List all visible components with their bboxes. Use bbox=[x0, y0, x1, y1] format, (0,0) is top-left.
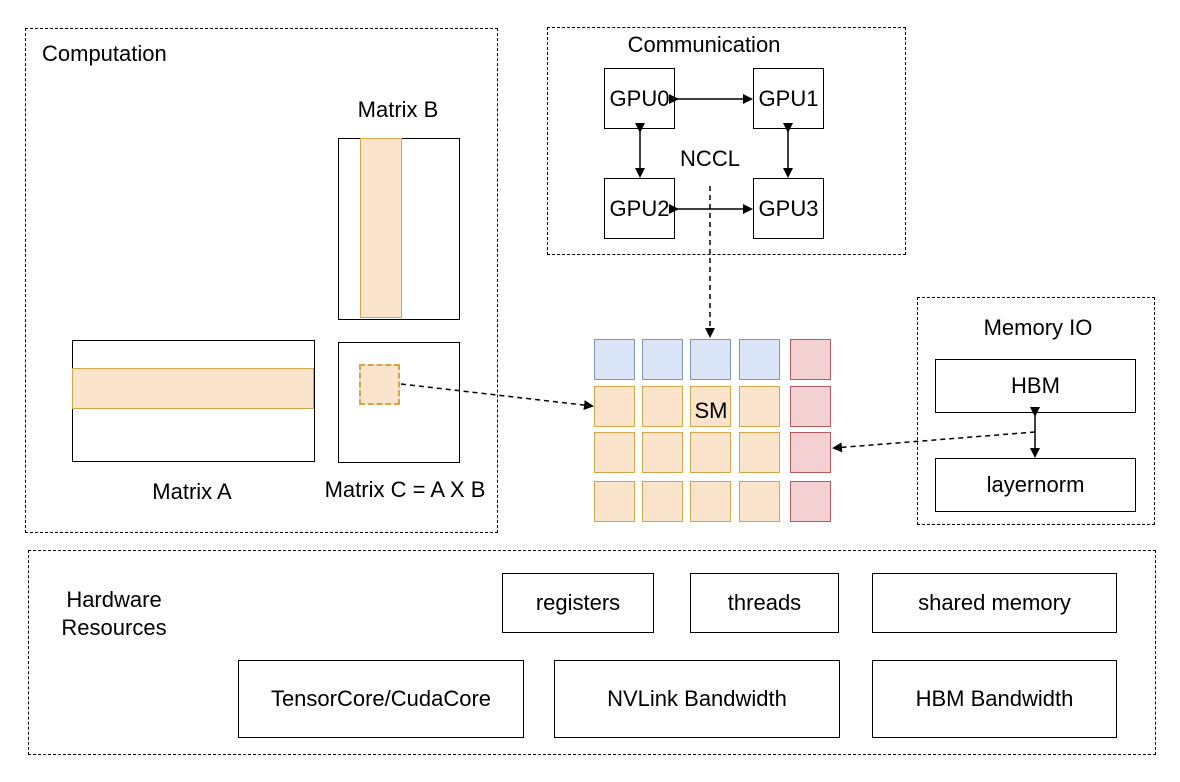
hbm-bandwidth-box: HBM Bandwidth bbox=[872, 660, 1117, 738]
memory-io-title: Memory IO bbox=[983, 315, 1093, 340]
sm-tile-blue bbox=[594, 339, 635, 380]
sm-tile-orange bbox=[739, 481, 780, 522]
sm-tile-red bbox=[790, 386, 831, 427]
sm-tile-orange bbox=[690, 386, 731, 427]
sm-tile-orange bbox=[594, 386, 635, 427]
memory-io-group bbox=[917, 297, 1155, 525]
sm-tile-orange bbox=[642, 386, 683, 427]
gpu0-box: GPU0 bbox=[604, 68, 675, 129]
shared-memory-box: shared memory bbox=[872, 573, 1117, 633]
nvlink-bandwidth-box: NVLink Bandwidth bbox=[554, 660, 840, 738]
sm-tile-orange bbox=[642, 481, 683, 522]
layernorm-box: layernorm bbox=[935, 458, 1136, 512]
matrix-a-label: Matrix A bbox=[152, 479, 232, 504]
matrix-c-label: Matrix C = A X B bbox=[324, 477, 486, 502]
threads-box: threads bbox=[690, 573, 839, 633]
computation-group bbox=[25, 28, 498, 533]
matrix-b-column-strip bbox=[360, 138, 402, 318]
hardware-title-line2: Resources bbox=[61, 615, 167, 640]
matrix-c-tile bbox=[359, 364, 400, 405]
gpu2-box: GPU2 bbox=[604, 178, 675, 239]
sm-tile-orange bbox=[594, 481, 635, 522]
gpu1-box: GPU1 bbox=[753, 68, 824, 129]
nccl-label: NCCL bbox=[680, 146, 740, 171]
communication-group bbox=[547, 27, 906, 255]
sm-label: SM bbox=[694, 398, 728, 423]
sm-tile-orange bbox=[690, 432, 731, 473]
sm-tile-orange bbox=[739, 386, 780, 427]
tensorcore-cudacore-box: TensorCore/CudaCore bbox=[238, 660, 524, 738]
sm-tile-blue bbox=[739, 339, 780, 380]
computation-title: Computation bbox=[42, 41, 167, 66]
memory-to-sm-arrow bbox=[832, 431, 1036, 453]
hardware-title-line1: Hardware bbox=[66, 587, 162, 612]
hbm-box: HBM bbox=[935, 359, 1136, 413]
gpu3-box: GPU3 bbox=[753, 178, 824, 239]
hardware-resources-group bbox=[28, 550, 1156, 755]
matrix-a-row-strip bbox=[72, 368, 314, 409]
sm-tile-red bbox=[790, 432, 831, 473]
sm-tile-red bbox=[790, 339, 831, 380]
matrix-c-to-sm-arrow bbox=[400, 383, 594, 411]
matrix-b-label: Matrix B bbox=[357, 97, 439, 122]
sm-tile-blue bbox=[690, 339, 731, 380]
sm-tile-orange bbox=[690, 481, 731, 522]
sm-tile-orange bbox=[739, 432, 780, 473]
registers-box: registers bbox=[502, 573, 654, 633]
sm-tile-blue bbox=[642, 339, 683, 380]
sm-tile-red bbox=[790, 481, 831, 522]
communication-title: Communication bbox=[627, 32, 781, 57]
sm-tile-orange bbox=[642, 432, 683, 473]
sm-tile-orange bbox=[594, 432, 635, 473]
